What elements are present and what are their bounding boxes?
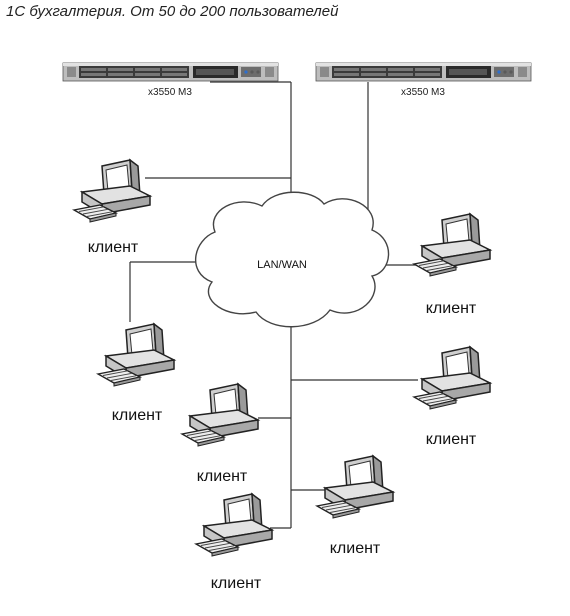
client-1: клиент [73,159,151,256]
client-label: клиент [426,300,477,317]
client-label: клиент [88,239,139,256]
client-7: клиент [195,493,273,592]
cloud-shape [195,191,390,328]
client-label: клиент [426,431,477,448]
diagram-title: 1С бухгалтерия. От 50 до 200 пользовател… [6,3,339,20]
client-4: клиент [413,346,491,448]
client-label: клиент [197,468,248,485]
client-6: клиент [316,455,394,557]
client-label: клиент [211,575,262,592]
server-1: x3550 M3 [62,62,279,98]
client-label: клиент [330,540,381,557]
network-label: LAN/WAN [257,259,307,271]
client-5: клиент [181,383,259,485]
client-2: клиент [413,213,491,317]
server-label: x3550 M3 [148,87,192,98]
client-3: клиент [97,323,175,424]
connections [129,81,418,529]
client-label: клиент [112,407,163,424]
server-2: x3550 M3 [315,62,532,98]
network-cloud: LAN/WAN [195,191,390,328]
server-label: x3550 M3 [401,87,445,98]
